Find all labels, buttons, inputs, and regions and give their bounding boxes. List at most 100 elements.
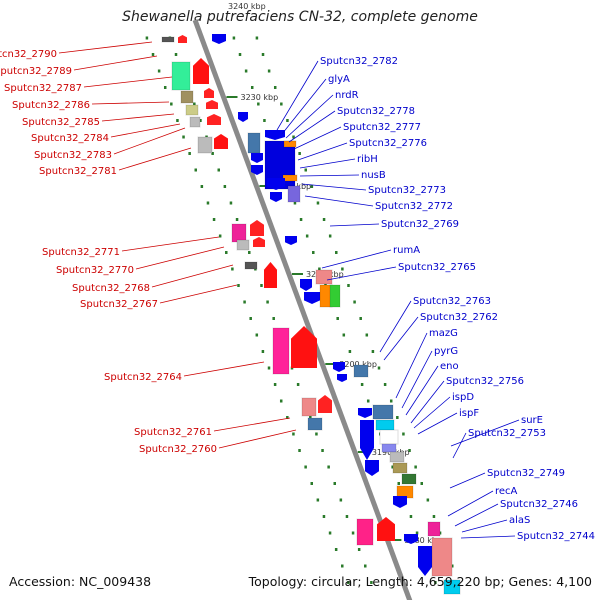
leader-line (326, 266, 397, 281)
right-gene-label: Sputcn32_2776 (349, 138, 427, 149)
track-dot (318, 267, 321, 271)
gene-feature (356, 518, 374, 546)
track-dot (402, 432, 405, 436)
track-dot (370, 581, 373, 584)
gene-feature (291, 326, 317, 368)
left-gene-label: Sputcn32_2768 (72, 283, 150, 294)
track-dot (273, 86, 277, 89)
track-dot (249, 317, 252, 320)
track-dot (223, 185, 227, 188)
track-dot (267, 69, 271, 73)
gene-feature (283, 140, 297, 148)
track-dot (335, 251, 338, 254)
right-gene-label: Sputcn32_2749 (487, 468, 565, 479)
right-gene-label: eno (440, 361, 459, 372)
gene-feature (389, 451, 405, 463)
leader-line (405, 365, 439, 416)
track-dot (397, 482, 400, 485)
right-gene-label: rumA (393, 245, 420, 256)
track-dot (426, 498, 430, 502)
track-dot (235, 218, 239, 221)
gene-feature (377, 517, 395, 541)
gene-feature (304, 292, 320, 304)
gene-feature (379, 429, 399, 445)
track-dot (292, 432, 295, 436)
leader-line (151, 264, 234, 288)
track-dot (267, 366, 271, 370)
track-dot (321, 449, 324, 452)
track-dot (408, 449, 411, 452)
gene-feature (185, 104, 199, 116)
gene-feature (315, 269, 333, 285)
leader-line (301, 183, 367, 191)
track-dot (315, 432, 318, 436)
track-dot (334, 548, 338, 551)
track-dot (229, 201, 233, 205)
right-gene-label: Sputcn32_2746 (500, 499, 578, 510)
track-dot (296, 383, 300, 386)
track-dot (322, 218, 326, 221)
track-dot (353, 300, 356, 304)
right-gene-label: Sputcn32_2763 (413, 296, 491, 307)
track-dot (351, 531, 355, 535)
gene-feature (329, 284, 341, 308)
gene-feature (427, 521, 441, 537)
track-dot (293, 201, 297, 205)
gene-feature (401, 473, 417, 485)
track-dot (286, 416, 289, 419)
track-dot (248, 251, 251, 254)
track-dot (261, 350, 265, 353)
left-gene-label: Sputcn32_2770 (56, 265, 134, 276)
track-dot (232, 36, 236, 40)
gene-feature (251, 153, 263, 163)
leader-line (276, 60, 319, 131)
gene-feature (333, 362, 345, 372)
track-dot (451, 564, 454, 568)
gene-feature (214, 134, 228, 149)
gene-feature (236, 239, 250, 251)
left-gene-label: Sputcn32_2786 (12, 100, 90, 111)
right-gene-label: Sputcn32_2744 (517, 531, 595, 542)
left-gene-label: Sputcn32_2771 (42, 247, 120, 258)
leader-line (410, 380, 445, 424)
left-gene-label: Sputcn32_2784 (31, 133, 109, 144)
track-dot (280, 102, 283, 106)
leader-line (450, 419, 520, 447)
track-dot (328, 531, 332, 535)
leader-line (58, 41, 153, 54)
track-dot (341, 267, 344, 271)
leader-line (329, 223, 380, 227)
gene-feature (393, 496, 407, 508)
track-dot (432, 515, 436, 518)
gene-feature (247, 132, 261, 154)
leader-line (461, 519, 508, 533)
left-gene-label: Sputcn32_2764 (104, 372, 182, 383)
track-dot (371, 350, 375, 353)
leader-line (383, 316, 419, 361)
track-dot (415, 531, 419, 535)
right-gene-label: surE (521, 415, 543, 426)
leader-line (297, 142, 348, 161)
leader-line (460, 535, 516, 539)
track-dot (298, 449, 301, 452)
gene-feature (272, 327, 290, 375)
gene-feature (197, 136, 213, 154)
track-dot (218, 234, 222, 238)
right-gene-label: Sputcn32_2772 (375, 201, 453, 212)
track-dot (345, 515, 349, 518)
gene-feature (178, 35, 187, 43)
leader-line (285, 94, 334, 139)
track-dot (434, 581, 437, 584)
leader-line (452, 432, 467, 459)
track-dot (257, 102, 260, 106)
track-dot (266, 300, 269, 304)
track-dot (409, 515, 413, 518)
left-gene-label: Sputcn32_2790 (0, 49, 57, 60)
track-dot (188, 152, 191, 155)
gene-feature (270, 192, 282, 202)
genome-summary-text: Topology: circular; Length: 4,659,220 bp… (248, 574, 592, 589)
left-gene-label: Sputcn32_2760 (139, 444, 217, 455)
leader-line (299, 174, 360, 177)
leader-line (304, 195, 374, 207)
leader-line (413, 396, 451, 429)
